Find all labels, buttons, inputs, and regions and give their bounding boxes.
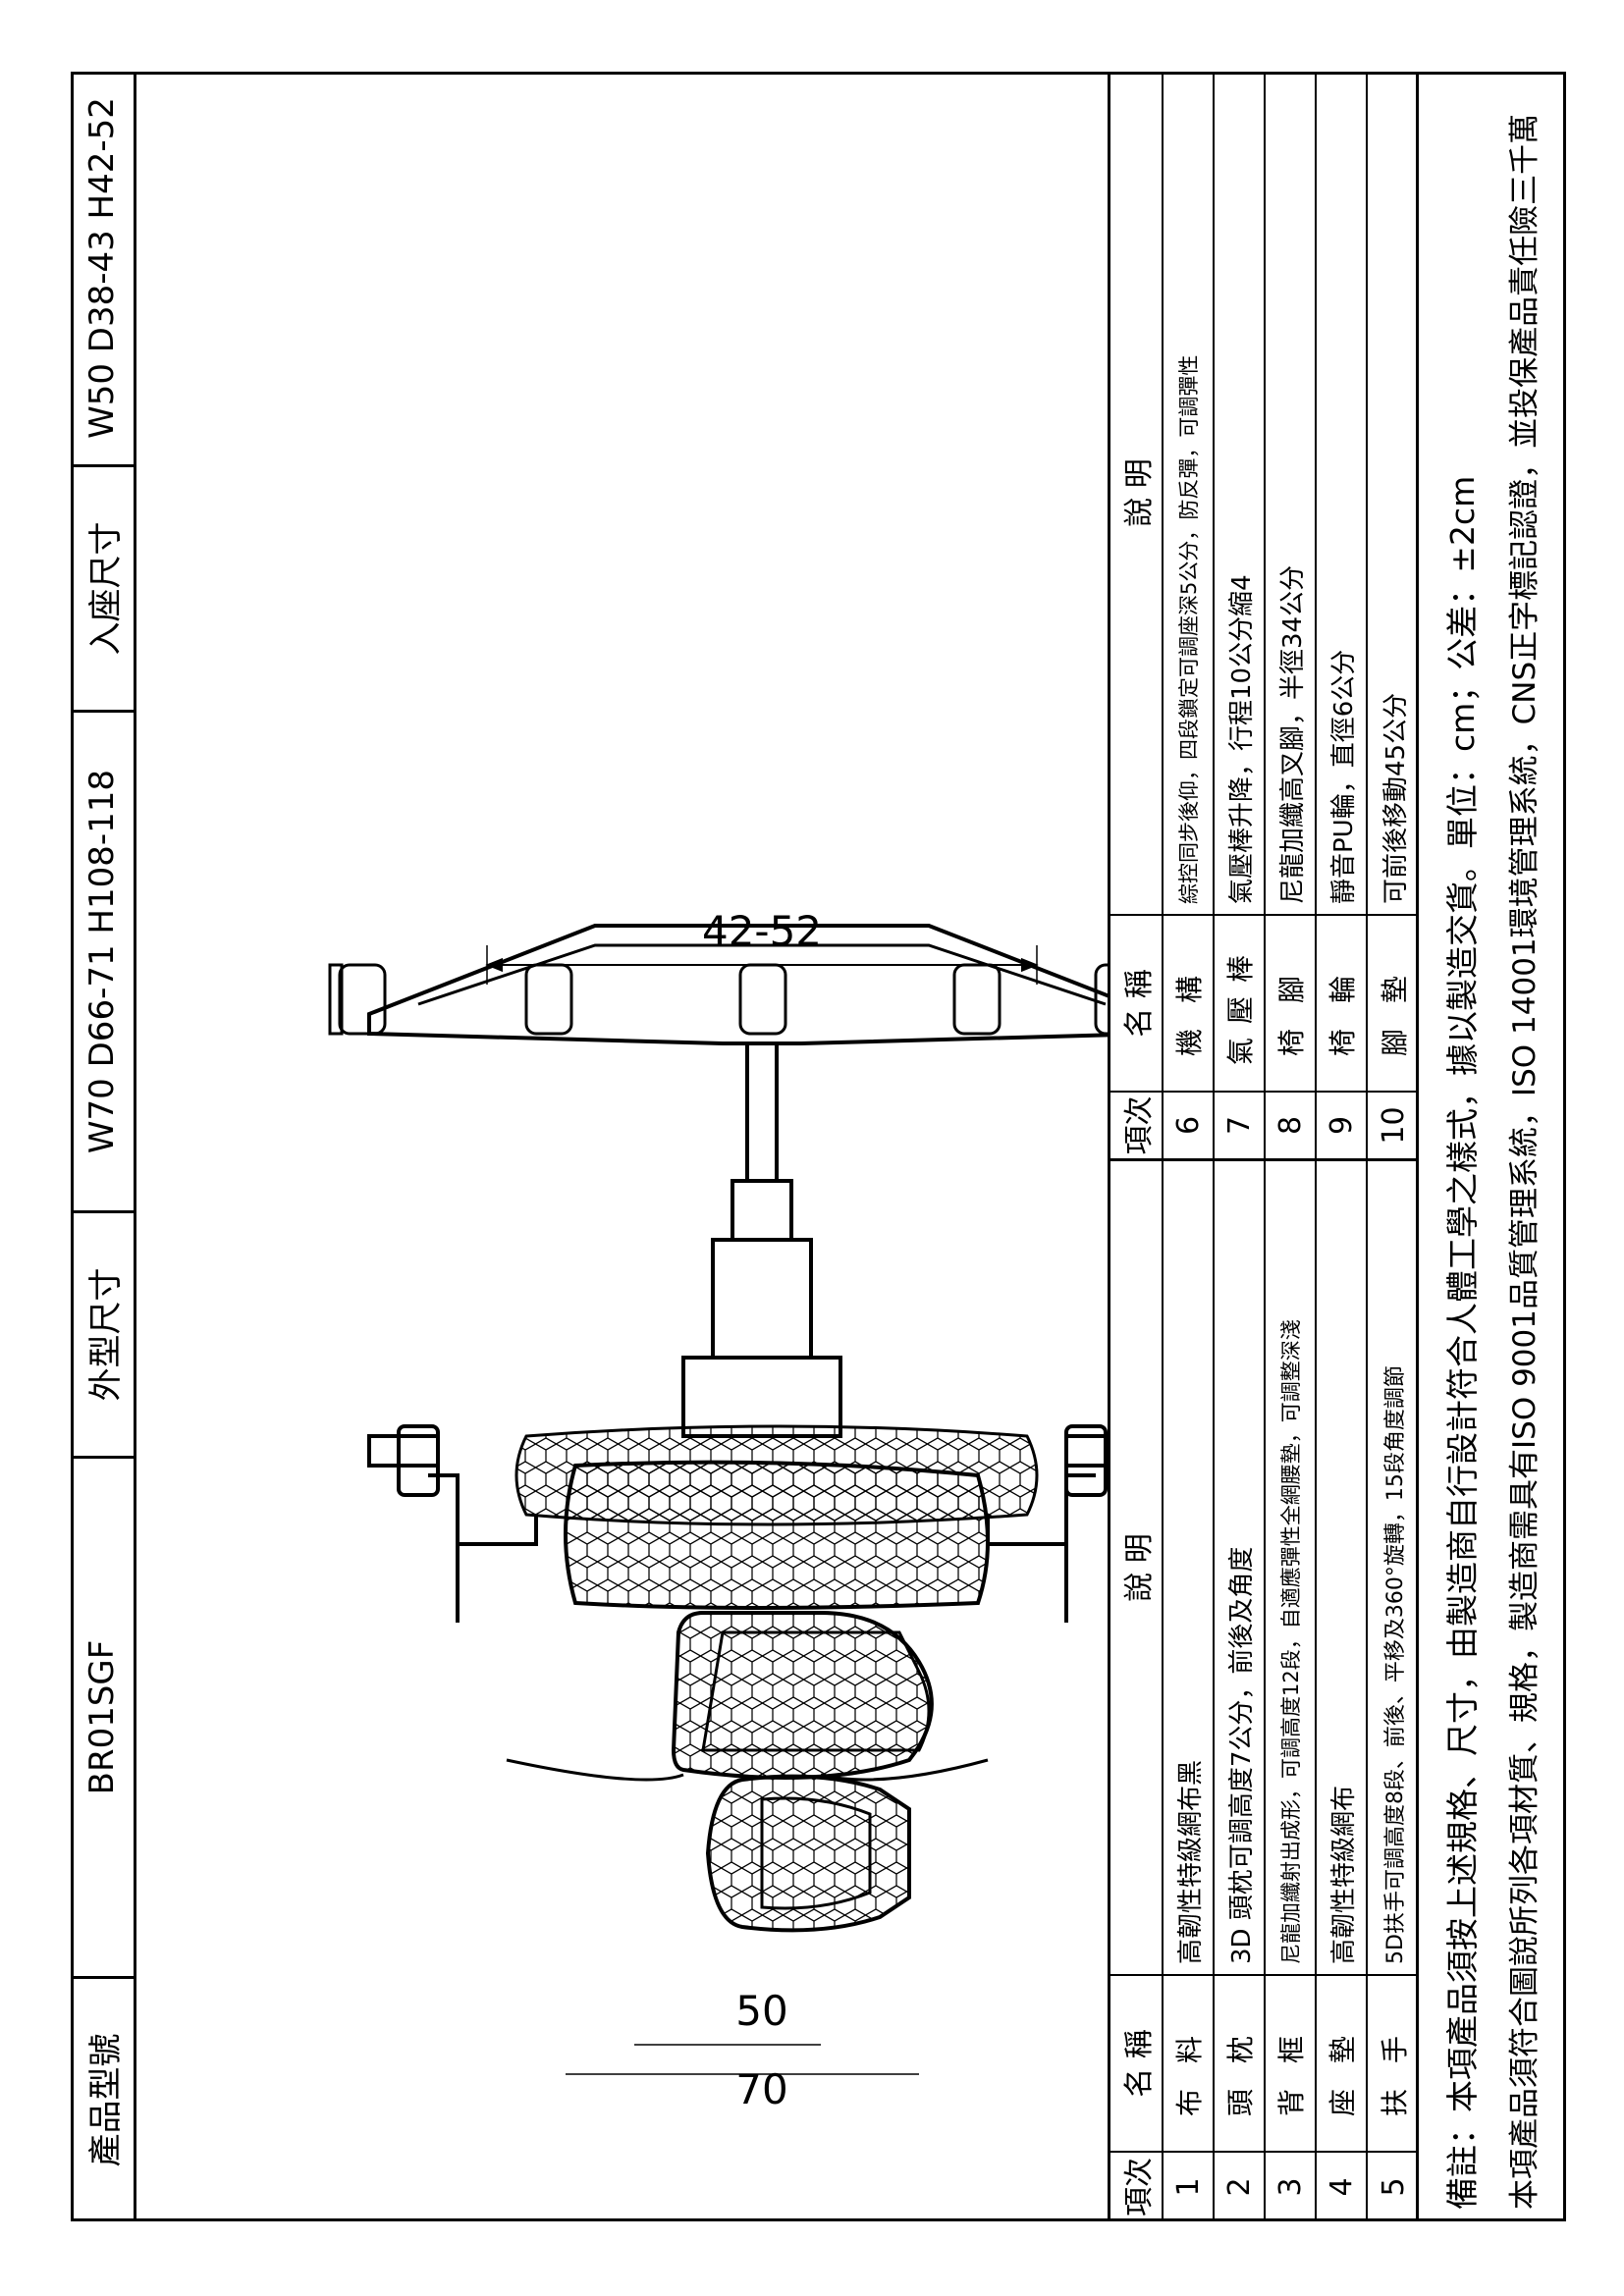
row-10-desc: 可前後移動45公分	[1380, 692, 1411, 904]
table-header-name-right: 名 稱	[1122, 969, 1157, 1038]
header-strip: 產品型號 BR01SGF 外型尺寸 W70 D66-71 H108-118 入座…	[71, 72, 136, 2221]
row-9-no: 9	[1324, 1115, 1359, 1136]
table-header-item: 項次	[1122, 2158, 1157, 2216]
table-header-desc: 說 明	[1122, 1533, 1157, 1602]
row-8-desc: 尼龍加纖高叉腳，半徑34公分	[1277, 564, 1308, 904]
row-6-name: 機構	[1173, 950, 1206, 1057]
seat-size-value: W50 D38-43 H42-52	[82, 97, 122, 439]
table-header-name: 名 稱	[1122, 2029, 1157, 2098]
row-7-desc: 氣壓棒升降，行程10公分縮4	[1226, 574, 1257, 904]
model-value: BR01SGF	[71, 1456, 134, 1976]
row-3-no: 3	[1272, 2177, 1308, 2197]
row-6-no: 6	[1170, 1115, 1206, 1136]
row-1-no: 1	[1170, 2177, 1206, 2197]
row-3-name: 背框	[1275, 2010, 1308, 2117]
row-1-desc: 高韌性特級網布黑	[1175, 1759, 1206, 1964]
row-1-name: 布料	[1173, 2010, 1206, 2117]
row-5-desc: 5D扶手可調高度8段、前後、平移及360°旋轉，15段角度調節	[1383, 1365, 1408, 1964]
row-4-name: 座墊	[1326, 2010, 1359, 2117]
model-label: 產品型號	[71, 1976, 134, 2221]
row-2-desc: 3D 頭枕可調高度7公分，前後及角度	[1226, 1546, 1257, 1964]
outer-size-value: W70 D66-71 H108-118	[71, 710, 134, 1210]
chair-drawings: 70 50 42-52 66-71 38-43 108-118	[328, 907, 1108, 2113]
dimension-labels: 70 50 42-52 66-71 38-43 108-118	[702, 907, 822, 2113]
row-5-no: 5	[1376, 2177, 1411, 2197]
drawing-area: 70 50 42-52 66-71 38-43 108-118	[134, 72, 1108, 2221]
seat-size-label: 入座尺寸	[71, 464, 134, 710]
row-9-desc: 靜音PU輪，直徑6公分	[1328, 649, 1359, 904]
dim-front-width-inner: 50	[735, 1987, 787, 2035]
front-view-chair	[328, 924, 1108, 1933]
side-view-chair	[1094, 963, 1108, 1036]
table-header-desc-right: 說 明	[1122, 458, 1157, 527]
row-5-name: 扶手	[1379, 2010, 1411, 2117]
row-4-desc: 高韌性特級網布	[1328, 1785, 1359, 1964]
table-header-item-right: 項次	[1122, 1095, 1157, 1155]
notes-section: 備註：本項產品須按上述規格、尺寸，由製造商自行設計符合人體工學之樣式，據以製造交…	[1416, 72, 1569, 2221]
outer-size-label: 外型尺寸	[71, 1210, 134, 1456]
row-4-no: 4	[1324, 2177, 1359, 2197]
front-view-dimensions	[485, 945, 1039, 2075]
row-2-no: 2	[1221, 2177, 1257, 2197]
row-6-desc: 綜控同步後仰，四段鎖定可調座深5公分，防反彈，可調彈性	[1177, 354, 1201, 904]
row-10-no: 10	[1376, 1106, 1411, 1145]
row-3-desc: 尼龍加纖射出成形，可調高度12段，自適應彈性全網腰墊，可調整深淺	[1279, 1319, 1303, 1964]
row-2-name: 頭枕	[1224, 2010, 1257, 2117]
dim-front-width-outer: 70	[735, 2065, 787, 2113]
note-line-2: 本項產品須符合圖說所列各項材質、規格，製造商需具有ISO 9001品質管理系統，…	[1507, 113, 1543, 2210]
row-7-name: 氣壓棒	[1224, 941, 1257, 1066]
row-8-name: 椅腳	[1275, 950, 1308, 1057]
row-8-no: 8	[1272, 1115, 1308, 1136]
note-line-1: 備註：本項產品須按上述規格、尺寸，由製造商自行設計符合人體工學之樣式，據以製造交…	[1443, 475, 1482, 2210]
dim-front-height: 42-52	[702, 907, 822, 955]
row-9-name: 椅輪	[1326, 950, 1359, 1057]
spec-table: 項次 名 稱 說 明 項次 名 稱 說 明 1 布料 高韌性特級網布黑 2 頭枕…	[1108, 72, 1419, 2221]
row-7-no: 7	[1221, 1115, 1257, 1136]
row-10-name: 腳墊	[1379, 950, 1411, 1057]
